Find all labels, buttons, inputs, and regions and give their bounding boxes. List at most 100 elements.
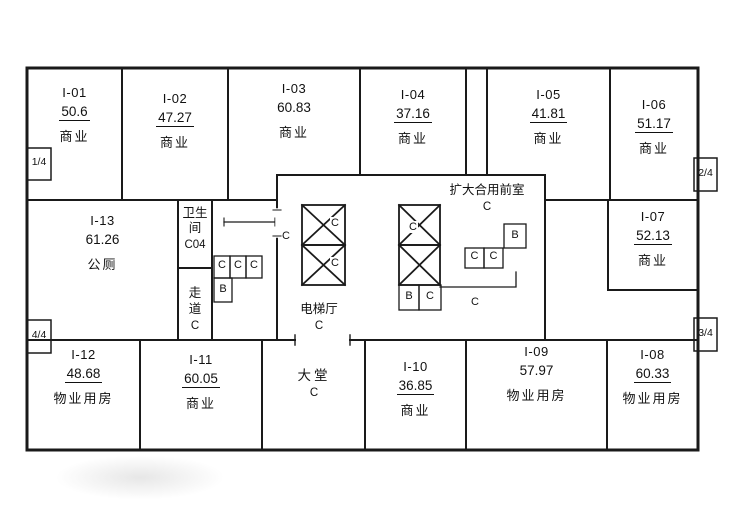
elevator-hall-label: 电梯厅 bbox=[300, 302, 338, 316]
room-id: I-06 bbox=[641, 97, 667, 112]
room-area-value: 51.17 bbox=[635, 115, 673, 133]
room-area-value: 61.26 bbox=[85, 231, 120, 247]
room-i-09: I-09 57.97 物业用房 bbox=[466, 344, 607, 404]
room-area: 37.16 bbox=[360, 105, 466, 123]
outer-wall bbox=[25, 66, 700, 452]
room-type: 商业 bbox=[59, 129, 90, 145]
room-type: 物业用房 bbox=[506, 388, 567, 404]
cell-label: C bbox=[218, 259, 226, 271]
shaft-label: C bbox=[330, 217, 340, 229]
space-enlarged-front-room: 扩大合用前室 C bbox=[428, 183, 546, 215]
room-i-07: I-07 52.13 商业 bbox=[608, 209, 698, 269]
room-area: 41.81 bbox=[487, 105, 610, 123]
cell-label: B bbox=[219, 283, 227, 295]
room-i-13: I-13 61.26 公厕 bbox=[27, 213, 178, 273]
room-area-value: 47.27 bbox=[156, 109, 194, 127]
room-area-value: 57.97 bbox=[519, 362, 554, 378]
room-id: I-12 bbox=[71, 347, 96, 362]
core-walls bbox=[276, 174, 546, 341]
service-cells bbox=[213, 223, 527, 311]
cell-label: C bbox=[426, 290, 434, 302]
room-area: 60.05 bbox=[140, 370, 262, 388]
stair-label: 3/4 bbox=[698, 327, 713, 339]
elevator-shafts bbox=[300, 203, 442, 287]
room-type: 物业用房 bbox=[622, 391, 683, 407]
lobby-code: C bbox=[309, 387, 319, 400]
room-type: 物业用房 bbox=[53, 391, 114, 407]
room-type: 商业 bbox=[185, 396, 216, 412]
shaft-label: C bbox=[330, 257, 340, 269]
room-area: 51.17 bbox=[610, 115, 698, 133]
room-type: 商业 bbox=[397, 131, 428, 147]
stair-box bbox=[693, 157, 718, 192]
hall-cell-label: C bbox=[282, 230, 290, 242]
room-type: 公厕 bbox=[87, 257, 118, 273]
cell-label: B bbox=[511, 229, 519, 241]
space-lobby: 大堂 C bbox=[277, 368, 351, 401]
room-i-03: I-03 60.83 商业 bbox=[228, 81, 360, 141]
room-type: 商业 bbox=[400, 403, 431, 419]
elevator-shaft-cross bbox=[397, 243, 442, 287]
enlarged-front-room-code: C bbox=[482, 201, 492, 213]
corridor-label: 走道 bbox=[188, 286, 202, 316]
room-i-05: I-05 41.81 商业 bbox=[487, 87, 610, 147]
room-id: I-10 bbox=[403, 359, 428, 374]
cell-label: B bbox=[405, 290, 413, 302]
room-id: I-08 bbox=[640, 347, 665, 362]
stair-label: 4/4 bbox=[31, 329, 47, 341]
room-i-04: I-04 37.16 商业 bbox=[360, 87, 466, 147]
room-area-value: 48.68 bbox=[64, 365, 103, 383]
stair-box bbox=[26, 147, 52, 181]
door-lines bbox=[223, 217, 517, 288]
room-area: 48.68 bbox=[27, 365, 140, 383]
room-area-value: 60.33 bbox=[633, 365, 672, 383]
stair-label: 1/4 bbox=[31, 156, 47, 168]
room-area-value: 60.83 bbox=[277, 99, 311, 115]
elevator-hall-code: C bbox=[314, 320, 324, 332]
corridor-code: C bbox=[190, 320, 200, 333]
room-i-12: I-12 48.68 物业用房 bbox=[27, 347, 140, 407]
elevator-shaft-cross bbox=[300, 243, 347, 287]
room-area: 60.33 bbox=[607, 365, 698, 383]
space-restroom: 卫生间 C04 bbox=[179, 206, 211, 253]
room-i-10: I-10 36.85 商业 bbox=[365, 359, 466, 419]
elevator-shaft-cross bbox=[397, 203, 442, 247]
stair-box bbox=[693, 317, 718, 352]
restroom-code: C04 bbox=[184, 239, 206, 251]
lobby-label: 大堂 bbox=[297, 368, 331, 383]
room-id: I-09 bbox=[524, 344, 549, 359]
shaft-label: C bbox=[408, 221, 418, 233]
room-i-01: I-01 50.6 商业 bbox=[27, 85, 122, 145]
space-elevator-hall: 电梯厅 C bbox=[282, 302, 356, 334]
cell-label: C bbox=[250, 259, 258, 271]
cell-label: C bbox=[471, 296, 479, 308]
room-i-11: I-11 60.05 商业 bbox=[140, 352, 262, 412]
stair-box bbox=[26, 319, 52, 354]
room-type: 商业 bbox=[638, 141, 669, 157]
room-area: 60.83 bbox=[228, 100, 360, 116]
enlarged-front-room-label: 扩大合用前室 bbox=[449, 183, 525, 197]
room-type: 商业 bbox=[637, 253, 668, 269]
room-area: 36.85 bbox=[365, 377, 466, 395]
room-type: 商业 bbox=[533, 131, 564, 147]
room-area: 57.97 bbox=[466, 363, 607, 379]
top-row-walls bbox=[26, 67, 699, 201]
room-i-06: I-06 51.17 商业 bbox=[610, 97, 698, 157]
room-area: 50.6 bbox=[27, 103, 122, 121]
room-area-value: 50.6 bbox=[59, 103, 90, 121]
restroom-label: 卫生间 bbox=[182, 206, 208, 235]
room-area: 52.13 bbox=[608, 227, 698, 245]
lobby-opening-ticks bbox=[294, 334, 351, 346]
room-i-02: I-02 47.27 商业 bbox=[122, 91, 228, 151]
space-corridor: 走道 C bbox=[182, 286, 208, 334]
room-id: I-01 bbox=[62, 85, 87, 100]
cell-label: C bbox=[489, 250, 498, 262]
elevator-shaft-cross bbox=[300, 203, 347, 247]
cell-label: C bbox=[470, 250, 479, 262]
room-id: I-03 bbox=[281, 81, 307, 96]
room-id: I-07 bbox=[640, 209, 666, 224]
room-area-value: 36.85 bbox=[396, 377, 435, 395]
room-area-value: 41.81 bbox=[529, 105, 568, 123]
room-id: I-04 bbox=[400, 87, 426, 102]
